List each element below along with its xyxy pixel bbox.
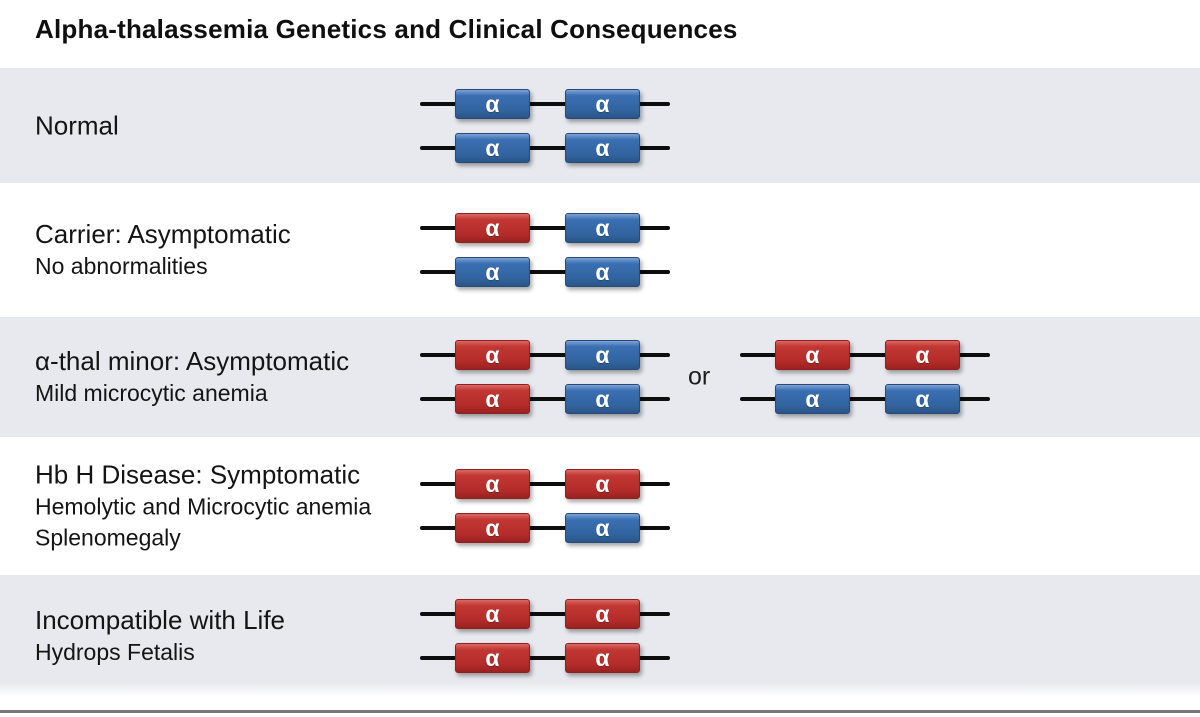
- alpha-gene-box: α: [565, 340, 640, 370]
- chromosome: α α: [420, 132, 670, 163]
- chromosome-line: [420, 270, 670, 274]
- chromosome: α α: [420, 384, 670, 414]
- chromosome-line: [420, 612, 670, 616]
- chromosome: α α: [420, 599, 670, 629]
- genotype-diagram: α α α α: [420, 88, 670, 163]
- chromosome: α α: [420, 257, 670, 287]
- alpha-gene-box: α: [565, 88, 640, 119]
- alpha-gene-box: α: [885, 340, 960, 370]
- chromosome-line: [420, 226, 670, 230]
- row-label: Hb H Disease: Symptomatic: [35, 459, 361, 490]
- row-sublabel: Mild microcytic anemia: [35, 380, 268, 407]
- row-thal-minor: α-thal minor: Asymptomatic Mild microcyt…: [0, 317, 1200, 437]
- chromosome-line: [420, 656, 670, 660]
- row-sublabel: Hydrops Fetalis: [35, 639, 195, 666]
- row-label-block: Incompatible with Life Hydrops Fetalis: [35, 604, 285, 668]
- alpha-gene-box: α: [455, 643, 530, 673]
- row-incompatible: Incompatible with Life Hydrops Fetalis α…: [0, 575, 1200, 697]
- chromosome-line: [420, 101, 670, 106]
- genotype-diagram: α α α α: [420, 340, 670, 414]
- page-title: Alpha-thalassemia Genetics and Clinical …: [35, 14, 738, 44]
- row-label: Carrier: Asymptomatic: [35, 218, 291, 249]
- alpha-gene-box: α: [455, 132, 530, 163]
- row-sublabel: Splenomegaly: [35, 524, 181, 551]
- alpha-gene-box: α: [885, 384, 960, 414]
- chromosome-line: [420, 145, 670, 150]
- chromosome-line: [420, 353, 670, 357]
- row-sublabel: Hemolytic and Microcytic anemia: [35, 493, 372, 520]
- alpha-gene-box: α: [455, 469, 530, 499]
- chromosome-line: [420, 526, 670, 530]
- alpha-gene-box: α: [455, 213, 530, 243]
- row-label-block: α-thal minor: Asymptomatic Mild microcyt…: [35, 345, 349, 409]
- alpha-gene-box: α: [455, 513, 530, 543]
- or-separator: or: [688, 362, 711, 391]
- alpha-gene-box: α: [565, 132, 640, 163]
- alpha-gene-box: α: [775, 384, 850, 414]
- row-label-block: Normal: [35, 109, 119, 142]
- genotype-diagram: α α α α: [420, 469, 670, 543]
- alpha-gene-box: α: [565, 643, 640, 673]
- alpha-gene-box: α: [565, 213, 640, 243]
- row-label: α-thal minor: Asymptomatic: [35, 345, 350, 376]
- chromosome-line: [740, 397, 990, 401]
- alpha-gene-box: α: [455, 257, 530, 287]
- genotype-diagram-alternate: α α α α: [740, 340, 990, 414]
- alpha-gene-box: α: [565, 599, 640, 629]
- chromosome: α α: [420, 88, 670, 119]
- alpha-gene-box: α: [455, 384, 530, 414]
- alpha-gene-box: α: [565, 257, 640, 287]
- chromosome: α α: [420, 340, 670, 370]
- chromosome: α α: [420, 469, 670, 499]
- row-hbh-disease: Hb H Disease: Symptomatic Hemolytic and …: [0, 437, 1200, 575]
- chromosome: α α: [420, 213, 670, 243]
- chromosome: α α: [420, 513, 670, 543]
- alpha-gene-box: α: [565, 513, 640, 543]
- genotype-diagram: α α α α: [420, 213, 670, 287]
- row-normal: Normal α α α α: [0, 68, 1200, 183]
- chromosome-line: [420, 397, 670, 401]
- row-label: Incompatible with Life: [35, 604, 286, 635]
- genotype-diagram: α α α α: [420, 599, 670, 673]
- alpha-gene-box: α: [775, 340, 850, 370]
- chromosome: α α: [420, 643, 670, 673]
- chromosome: α α: [740, 384, 990, 414]
- chromosome: α α: [740, 340, 990, 370]
- row-label-block: Carrier: Asymptomatic No abnormalities: [35, 218, 291, 282]
- bottom-divider: [0, 710, 1200, 713]
- chromosome-line: [420, 482, 670, 486]
- alpha-gene-box: α: [455, 88, 530, 119]
- row-label: Normal: [35, 109, 119, 140]
- row-label-block: Hb H Disease: Symptomatic Hemolytic and …: [35, 459, 371, 554]
- alpha-gene-box: α: [565, 384, 640, 414]
- row-sublabel: No abnormalities: [35, 253, 208, 280]
- chromosome-line: [740, 353, 990, 357]
- alpha-gene-box: α: [565, 469, 640, 499]
- row-carrier: Carrier: Asymptomatic No abnormalities α…: [0, 183, 1200, 317]
- alpha-gene-box: α: [455, 599, 530, 629]
- alpha-gene-box: α: [455, 340, 530, 370]
